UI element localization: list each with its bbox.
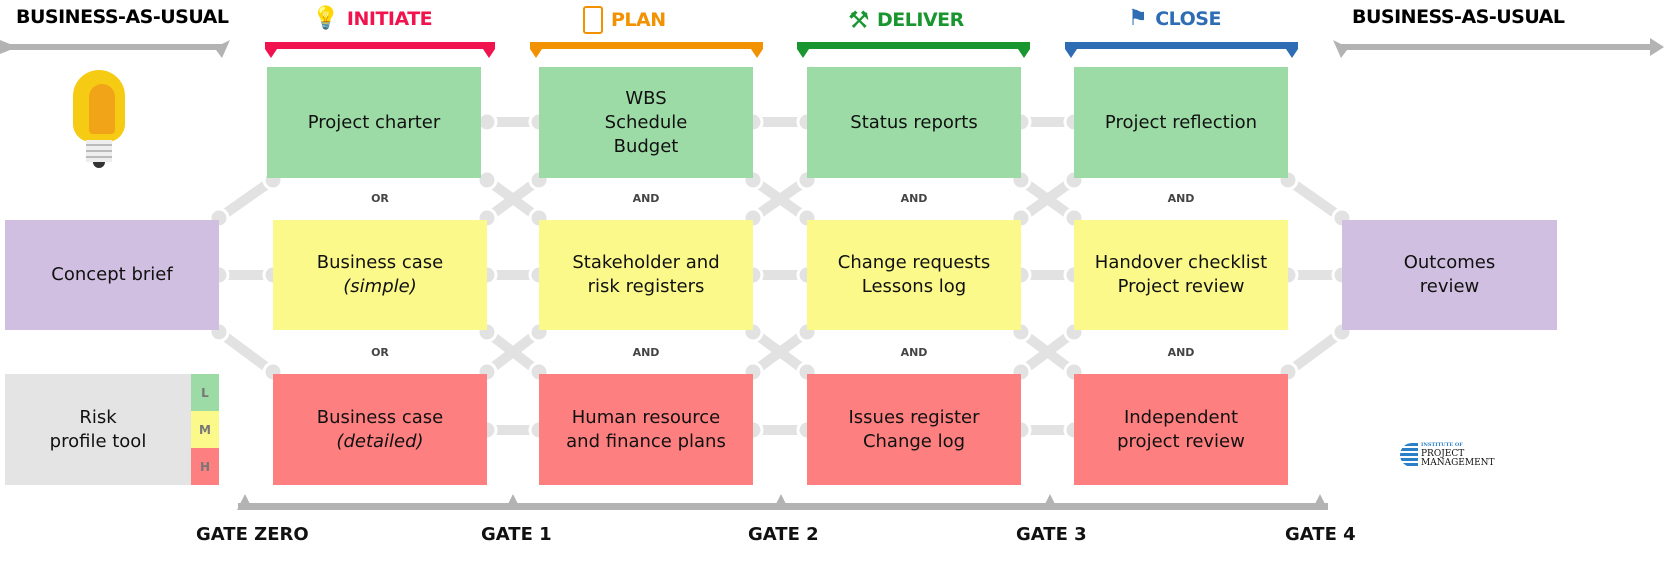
connector [216,175,276,223]
connector-label: AND [900,192,928,205]
deliverable-row1: Status reports [807,67,1021,178]
gate-4: GATE 4 [1285,524,1356,545]
blueprint-scroll-icon [583,6,603,34]
box-text-line: Project reflection [1104,111,1258,133]
gate-1: GATE 1 [481,524,552,545]
deliverable-row2: Stakeholder and risk registers [539,220,753,330]
connector [1285,175,1345,223]
gate-3: GATE 3 [1016,524,1087,545]
box-text-line: WBS [625,87,667,109]
deliverable-row1: Project reflection [1074,67,1288,178]
deliverable-row1: Project charter [267,67,481,178]
box-text-line: Lessons log [861,276,967,297]
phase-bracket [530,42,763,58]
header-bau-left: BUSINESS-AS-USUAL [16,6,229,28]
phase-bracket [797,42,1030,58]
box-text-line: Handover checklist [1094,252,1268,273]
connector-label: AND [900,346,928,359]
connector [1018,175,1077,223]
box-text-line: Project charter [307,111,441,133]
hammer-wrench-icon: ⚒ [848,6,870,34]
gate-marker [505,494,521,510]
gate-marker [773,494,789,510]
box-text-line: Project review [1117,276,1245,297]
connector-node [476,169,498,191]
box-text-line: Change requests [837,252,991,273]
box-text-line: Business case [316,406,444,428]
box-text-line: Change log [862,430,966,452]
header-close: ⚑CLOSE [1128,6,1221,31]
risk-level-medium: M [191,411,219,448]
risk-level-low: L [191,374,219,411]
connector-label: AND [632,192,660,205]
gate-marker [1312,494,1328,510]
connector-label: OR [371,192,389,205]
connector [216,327,276,377]
risk-level-high: H [191,448,219,485]
header-bau-right: BUSINESS-AS-USUAL [1352,6,1565,28]
gate-2: GATE 2 [748,524,819,545]
box-text-line: risk registers [587,276,705,297]
deliverable-row2: Business case (simple) [273,220,487,330]
deliverable-row3: Business case(detailed) [273,374,487,485]
box-text-line: (detailed) [336,430,424,452]
phase-bracket [265,42,495,58]
connector-label: AND [632,346,660,359]
connector [483,328,543,376]
connector-label: OR [371,346,389,359]
phase-bracket [1065,42,1298,58]
box-text-line: Independent [1123,406,1239,428]
box-text-line: project review [1117,430,1245,452]
ipm-logo: INSTITUTE OF PROJECT MANAGEMENT [1400,441,1495,468]
connector-label: AND [1167,346,1195,359]
box-text-line: Issues register [848,406,980,428]
box-text-line: Human resource [571,406,721,428]
header-deliver: ⚒DELIVER [848,6,964,34]
connector [484,175,542,223]
connector [750,327,810,377]
concept-brief: Concept brief [5,220,219,330]
box-text-line: Stakeholder and [572,252,720,273]
box-text-line: Schedule [604,111,688,133]
header-initiate: 💡INITIATE [312,6,433,31]
box-text-line: Business case [316,252,444,273]
box-text-line: Status reports [850,111,978,133]
lightbulb-icon [73,70,125,170]
box-text-line: and finance plans [566,430,726,452]
checkered-flag-icon: ⚑ [1128,6,1148,31]
connector [750,175,810,223]
connector-label: AND [1167,192,1195,205]
connector [1017,328,1078,376]
gate-marker [1042,494,1058,510]
lightbulb-gear-icon: 💡 [312,6,339,31]
header-plan: PLAN [583,6,666,34]
box-text-line: (simple) [343,276,417,297]
bau-arrow-left [0,40,230,58]
gate-zero: GATE ZERO [196,524,309,545]
bau-arrow-right [1333,38,1664,58]
connector [1285,327,1345,377]
box-text-line: Budget [613,135,679,157]
gate-marker [237,494,253,510]
